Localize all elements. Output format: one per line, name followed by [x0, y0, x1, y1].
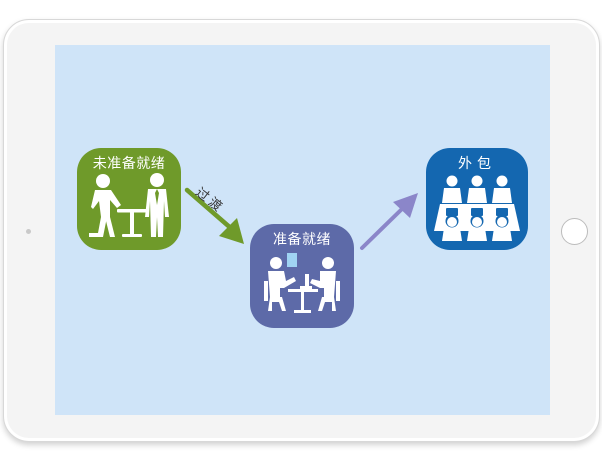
home-button[interactable] [561, 218, 588, 245]
team-meeting-icon [434, 175, 520, 241]
node-not-ready: 未准备就绪 [77, 148, 181, 250]
node-ready-label: 准备就绪 [273, 232, 331, 248]
two-people-at-desk-with-computer-icon [264, 253, 340, 313]
node-not-ready-label: 未准备就绪 [92, 156, 166, 172]
arrow-transition [184, 187, 244, 244]
node-outsource: 外包 [426, 148, 528, 250]
arrow-to-outsource [360, 193, 418, 250]
two-people-standing-at-table-icon [89, 173, 169, 237]
node-ready: 准备就绪 [250, 224, 354, 328]
camera-dot [26, 229, 31, 234]
node-outsource-label: 外包 [458, 156, 496, 172]
